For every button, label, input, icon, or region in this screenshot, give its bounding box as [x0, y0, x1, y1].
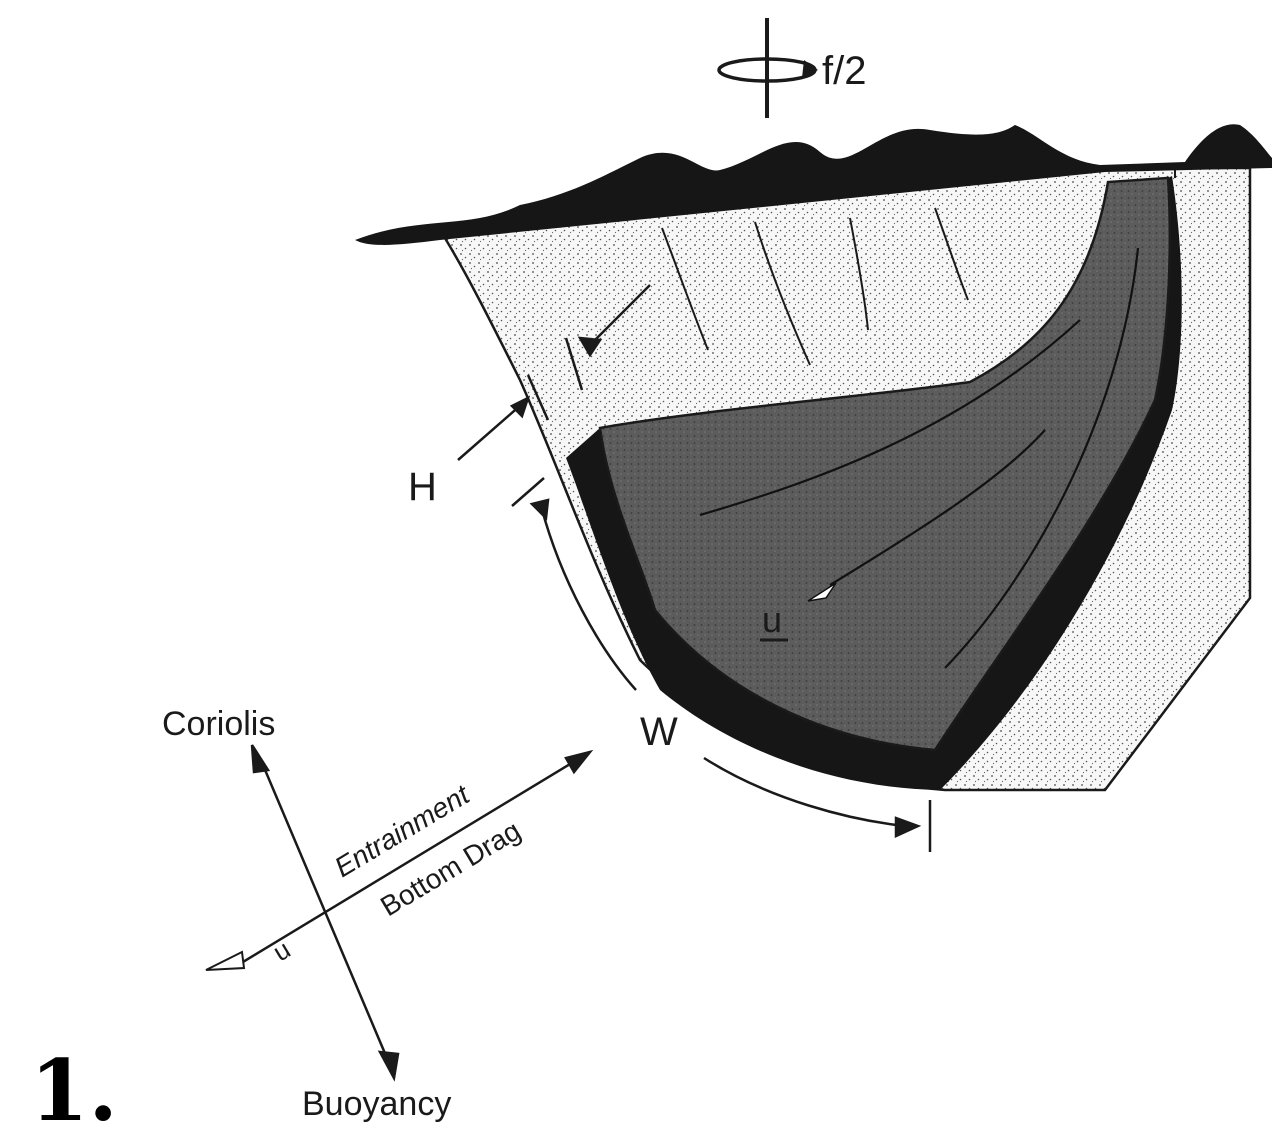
force-velocity-label: u	[268, 934, 296, 967]
rotation-symbol	[719, 18, 818, 118]
figure-number: 1.	[30, 1041, 118, 1125]
rotation-label: f/2	[822, 49, 866, 93]
height-label: H	[408, 465, 437, 509]
entrainment-arrow-icon	[566, 752, 590, 772]
velocity-arrow-icon	[206, 952, 244, 970]
coriolis-arrow-icon	[252, 745, 268, 772]
coriolis-label: Coriolis	[162, 705, 275, 743]
width-label: W	[640, 710, 678, 754]
buoyancy-label: Buoyancy	[302, 1085, 451, 1123]
plume-velocity-label: u	[762, 599, 782, 640]
buoyancy-arrow-icon	[380, 1052, 398, 1078]
